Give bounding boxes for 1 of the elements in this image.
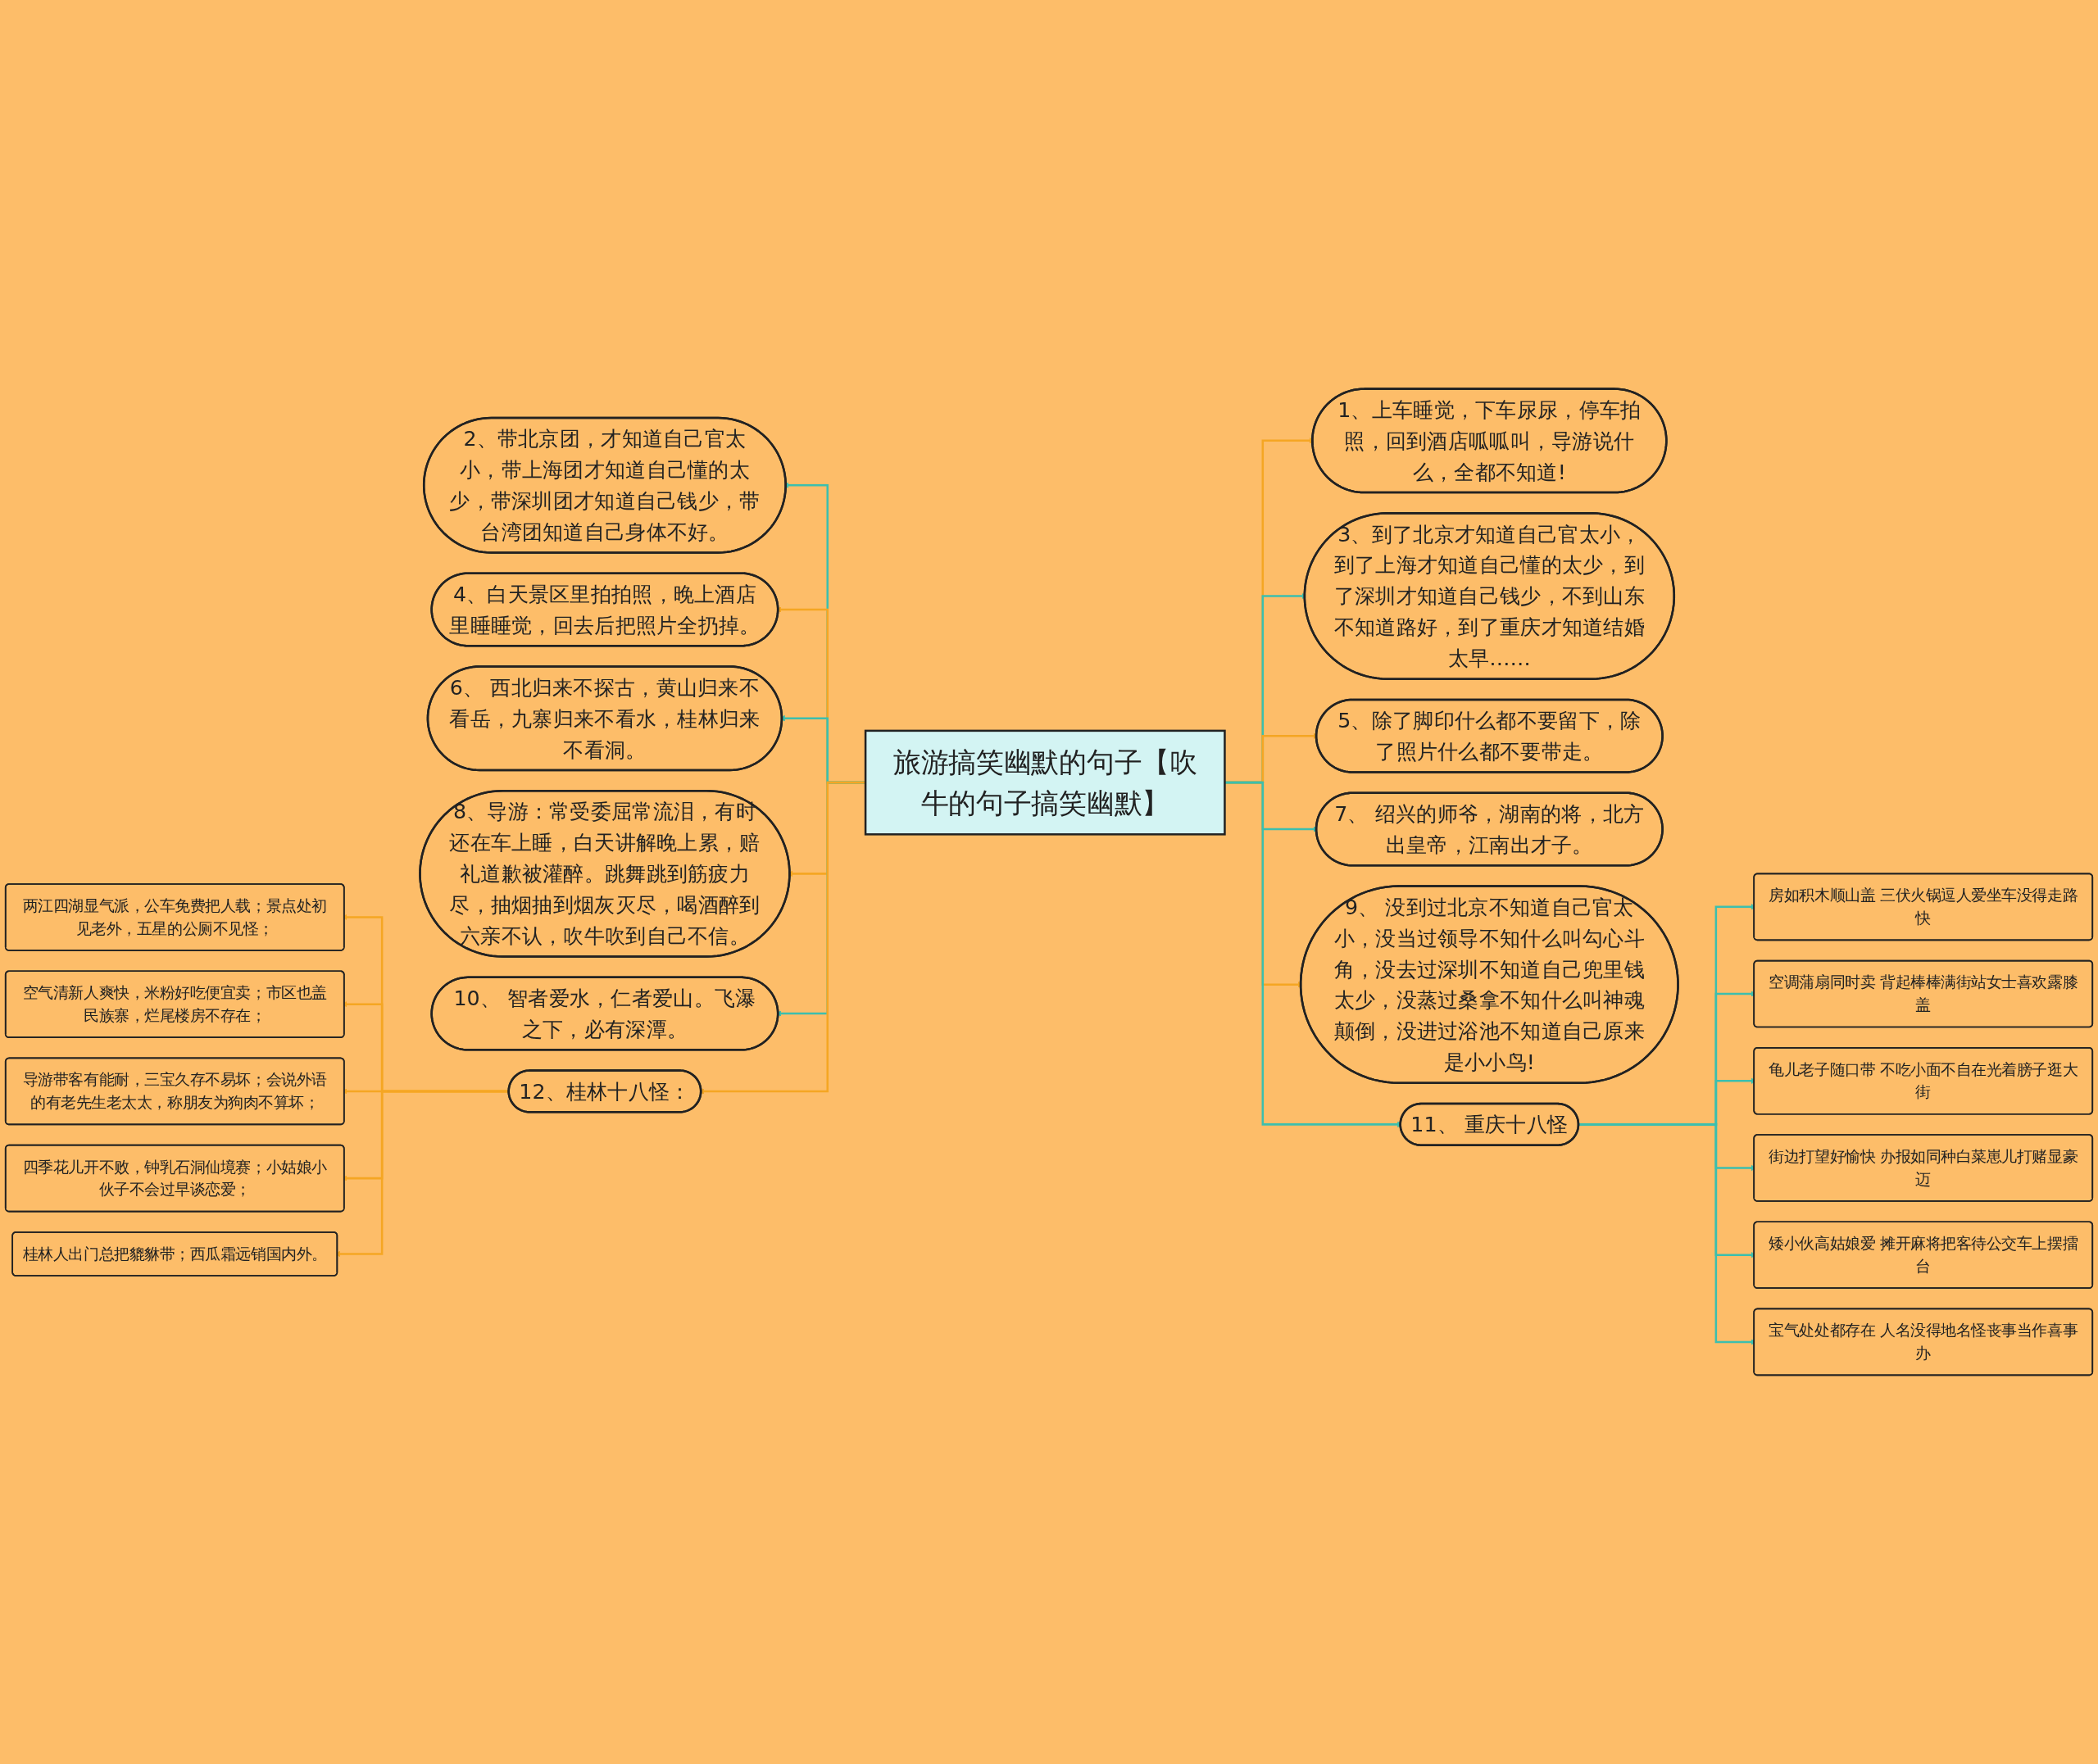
node-box: 旅游搞笑幽默的句子【吹牛的句子搞笑幽默】 [864,729,1226,836]
